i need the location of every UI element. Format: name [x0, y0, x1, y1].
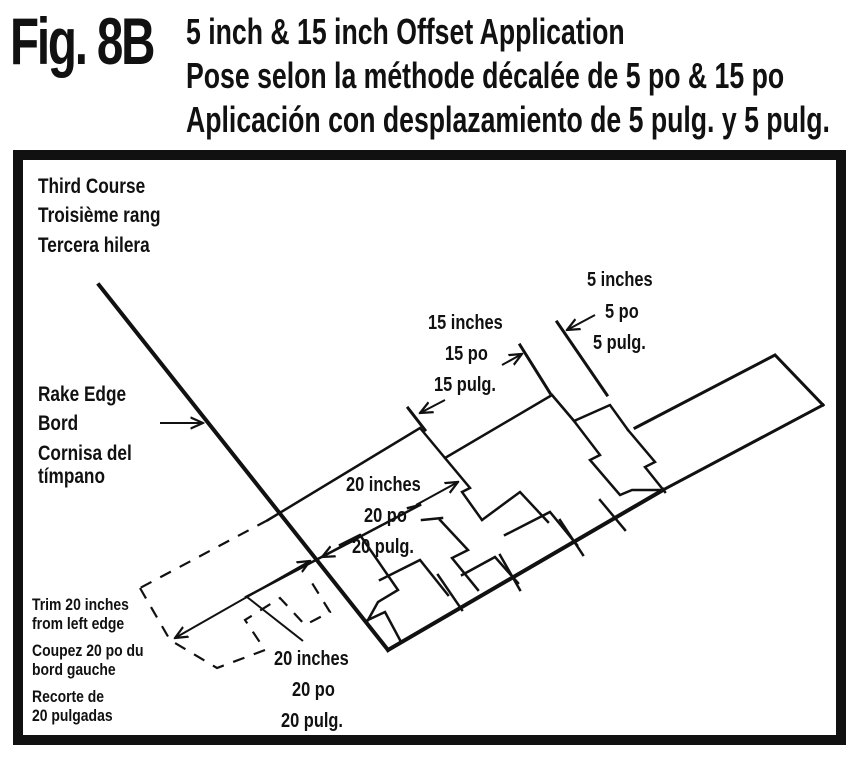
trim-note-en-1: Trim 20 inches [32, 595, 129, 614]
eave-line [385, 487, 666, 653]
offset-15-arrow-left [420, 399, 446, 413]
offset-5-label-fr: 5 po [605, 301, 639, 323]
offset-20-lower-label-es: 20 pulg. [281, 710, 343, 732]
third-course-label-en: Third Course [38, 175, 146, 198]
offset-15-label-en: 15 inches [428, 312, 503, 334]
third-course-label-fr: Troisième rang [38, 204, 161, 227]
offset-20-lower-label-en: 20 inches [274, 648, 349, 670]
offset-15-label-fr: 15 po [445, 343, 488, 365]
third-course-label-es: Tercera hilera [38, 234, 150, 257]
rake-edge-line [96, 282, 391, 653]
offset-15-guide [517, 342, 553, 396]
offset-15-label-es: 15 pulg. [434, 374, 496, 396]
title-english: 5 inch & 15 inch Offset Application [186, 11, 625, 52]
diagram-frame [13, 150, 846, 745]
rake-edge-label-fr: Bord [38, 412, 79, 435]
offset-20-upper-label-es: 20 pulg. [352, 536, 414, 558]
offset-5-label-es: 5 pulg. [593, 332, 646, 354]
trim-note-es-1: Recorte de [32, 687, 105, 706]
trim-note-fr-2: bord gauche [32, 660, 116, 679]
offset-20-lower-arrow [175, 561, 310, 638]
offset-20-upper-arrow-left [322, 539, 356, 557]
offset-5-guide [554, 319, 610, 398]
offset-20-lower-label-fr: 20 po [292, 679, 335, 701]
rake-edge-label-es-1: Cornisa del [38, 442, 132, 465]
figure-label: Fig. 8B [10, 4, 155, 78]
trim-note-fr-1: Coupez 20 po du [32, 641, 144, 660]
rake-edge-label-es-2: tímpano [38, 465, 105, 488]
offset-5-label-en: 5 inches [587, 269, 653, 291]
rake-edge-label-en: Rake Edge [38, 383, 127, 406]
offset-20-upper-arrow-right [415, 482, 458, 506]
offset-5-arrow [567, 314, 596, 330]
offset-15-arrow-right [501, 354, 522, 366]
trim-note-es-2: 20 pulgadas [32, 706, 113, 725]
trim-dashed-top [139, 519, 269, 589]
offset-20-lower-leader [246, 596, 304, 642]
offset-20-upper-label-fr: 20 po [364, 505, 407, 527]
title-french: Pose selon la méthode décalée de 5 po & … [186, 55, 785, 96]
trim-note-en-2: from left edge [32, 614, 125, 633]
offset-20-upper-label-en: 20 inches [346, 474, 421, 496]
starter-strip-outline [632, 353, 826, 431]
title-spanish: Aplicación con desplazamiento de 5 pulg.… [186, 99, 830, 140]
trim-dashed-outline [139, 582, 332, 670]
